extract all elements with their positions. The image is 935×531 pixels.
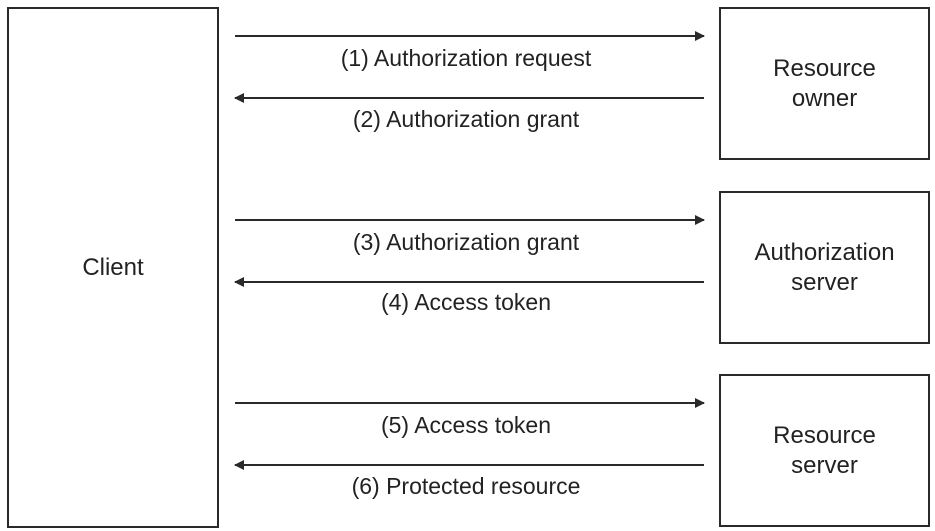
- resource-owner-box: Resource owner: [719, 7, 930, 160]
- message-label-5: (5) Access token: [380, 412, 552, 438]
- message-label-3: (3) Authorization grant: [352, 229, 580, 255]
- client-label: Client: [82, 253, 144, 281]
- resource-owner-label: Resource owner: [773, 54, 876, 112]
- message-label-6: (6) Protected resource: [351, 473, 581, 499]
- authorization-server-label: Authorization server: [754, 238, 895, 296]
- message-label-4: (4) Access token: [380, 289, 552, 315]
- resource-server-box: Resource server: [719, 374, 930, 527]
- message-label-2: (2) Authorization grant: [352, 106, 580, 132]
- authorization-server-box: Authorization server: [719, 191, 930, 344]
- message-label-1: (1) Authorization request: [340, 45, 592, 71]
- resource-server-label: Resource server: [773, 421, 876, 479]
- client-box: Client: [7, 7, 219, 528]
